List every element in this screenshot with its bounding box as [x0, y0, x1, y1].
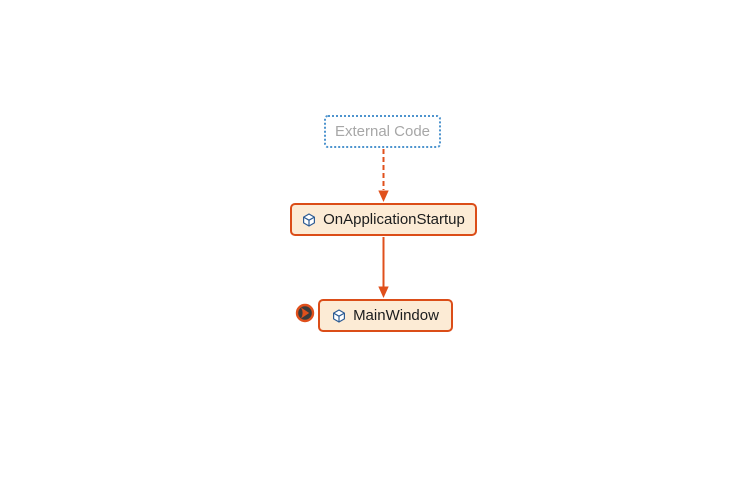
cube-member-icon	[302, 212, 316, 227]
edge-startup-to-mainwindow[interactable]	[378, 237, 389, 298]
node-label-main-window: MainWindow	[353, 307, 439, 324]
cube-member-icon	[332, 308, 346, 323]
edge-external-to-startup[interactable]	[378, 149, 389, 202]
node-label-on-application-startup: OnApplicationStartup	[323, 211, 465, 228]
circled-arrow-right-icon	[301, 307, 310, 319]
collapsed-incoming-link-badge[interactable]	[295, 303, 315, 323]
node-main-window[interactable]: MainWindow	[318, 299, 453, 332]
node-on-application-startup[interactable]: OnApplicationStartup	[290, 203, 477, 236]
node-external-code[interactable]: External Code	[324, 115, 441, 148]
node-label-external-code: External Code	[334, 123, 431, 140]
